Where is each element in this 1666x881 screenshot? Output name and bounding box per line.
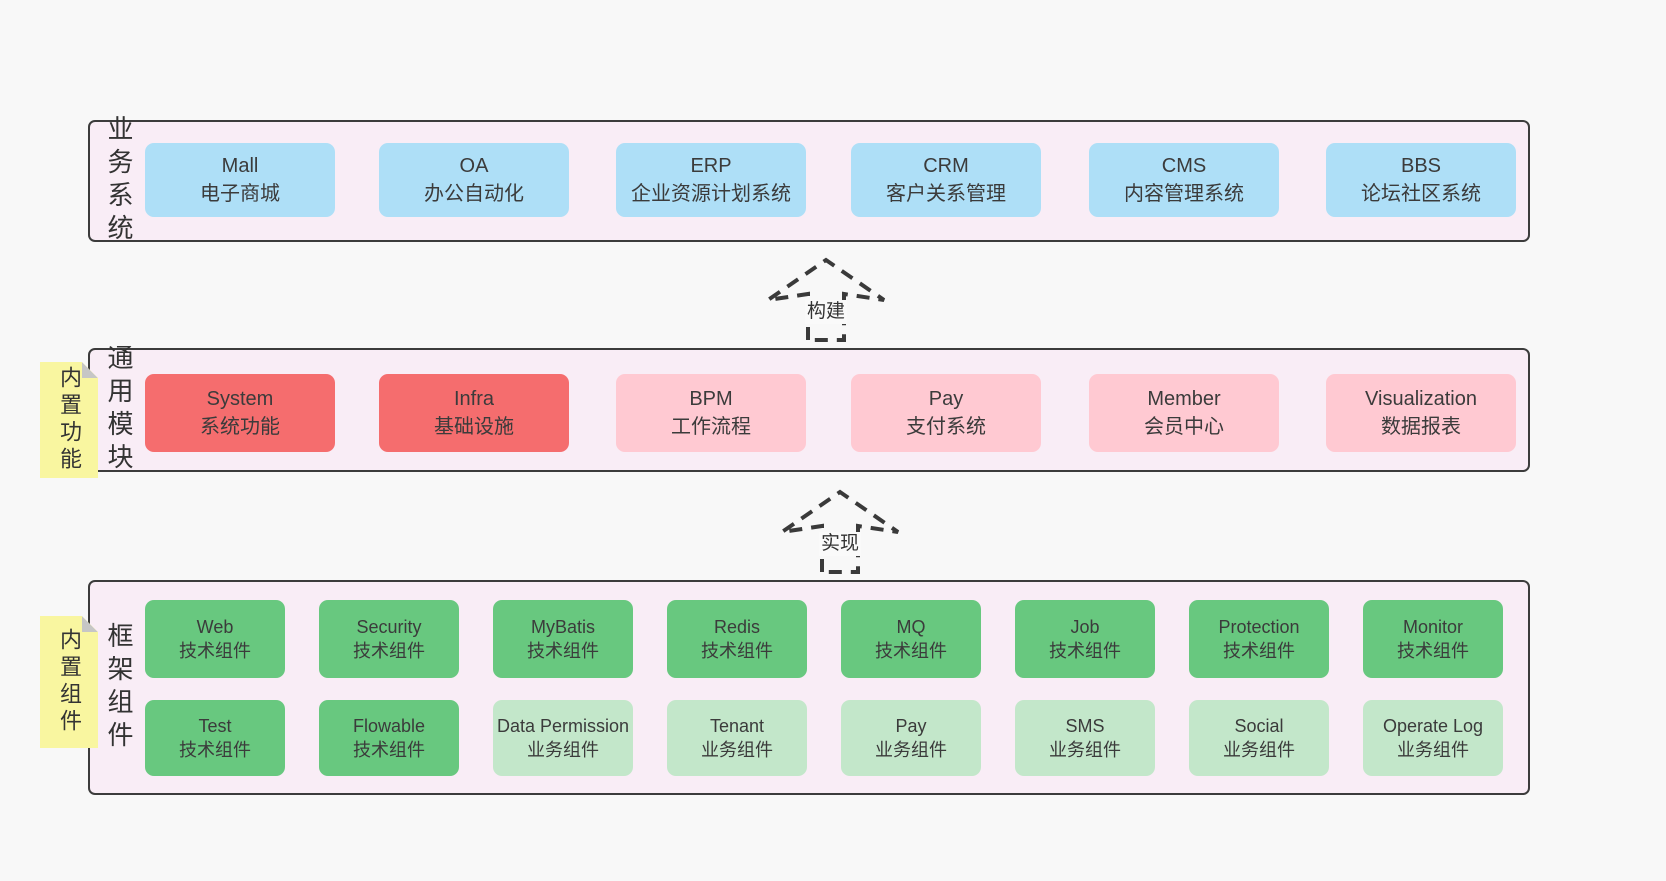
box-mybatis: MyBatis 技术组件 (493, 600, 633, 678)
box-subtitle: 工作流程 (671, 416, 751, 438)
box-subtitle: 会员中心 (1144, 416, 1224, 438)
box-crm: CRM 客户关系管理 (851, 143, 1041, 217)
box-subtitle: 业务组件 (1397, 740, 1469, 760)
box-title: Redis (713, 616, 761, 637)
layer-label-business-systems: 业务系统 (104, 115, 134, 247)
box-title: Monitor (1402, 616, 1464, 637)
box-pay-component: Pay 业务组件 (841, 700, 981, 776)
box-title: MyBatis (530, 616, 595, 637)
box-subtitle: 论坛社区系统 (1361, 183, 1481, 205)
box-member: Member 会员中心 (1089, 374, 1279, 452)
arrow-implement-label: 实现 (818, 531, 862, 557)
box-title: SMS (1065, 715, 1105, 736)
box-monitor: Monitor 技术组件 (1363, 600, 1503, 678)
box-title: Web (196, 616, 234, 637)
box-subtitle: 业务组件 (527, 740, 599, 760)
box-title: Tenant (709, 715, 765, 736)
box-subtitle: 支付系统 (906, 416, 986, 438)
box-subtitle: 企业资源计划系统 (631, 183, 791, 205)
box-job: Job 技术组件 (1015, 600, 1155, 678)
box-title: Social (1234, 715, 1284, 736)
box-subtitle: 技术组件 (1397, 641, 1469, 661)
dashed-up-arrow-icon (766, 257, 886, 342)
box-subtitle: 技术组件 (875, 641, 947, 661)
box-subtitle: 客户关系管理 (886, 183, 1006, 205)
box-subtitle: 办公自动化 (424, 183, 524, 205)
box-title: Protection (1218, 616, 1300, 637)
box-title: System (206, 387, 274, 410)
box-subtitle: 系统功能 (200, 416, 280, 438)
box-subtitle: 技术组件 (701, 641, 773, 661)
box-subtitle: 技术组件 (179, 641, 251, 661)
box-data-permission: Data Permission 业务组件 (493, 700, 633, 776)
layer-label-framework-components: 框架组件 (104, 621, 134, 754)
box-bpm: BPM 工作流程 (616, 374, 806, 452)
box-subtitle: 技术组件 (1223, 641, 1295, 661)
box-title: Pay (895, 715, 927, 736)
box-title: BPM (689, 387, 733, 410)
box-infra: Infra 基础设施 (379, 374, 569, 452)
box-title: Mall (221, 154, 259, 177)
box-subtitle: 业务组件 (701, 740, 773, 760)
box-title: CMS (1161, 154, 1207, 177)
box-subtitle: 内容管理系统 (1124, 183, 1244, 205)
arrow-implement: 实现 (772, 486, 908, 574)
box-title: Test (198, 715, 232, 736)
sticky-built-in-features: 内置功能 (40, 362, 98, 478)
sticky-built-in-components: 内置组件 (40, 616, 98, 748)
box-tenant: Tenant 业务组件 (667, 700, 807, 776)
box-title: Flowable (352, 715, 426, 736)
box-subtitle: 技术组件 (353, 641, 425, 661)
box-title: Security (356, 616, 422, 637)
box-mall: Mall 电子商城 (145, 143, 335, 217)
box-redis: Redis 技术组件 (667, 600, 807, 678)
box-security: Security 技术组件 (319, 600, 459, 678)
box-protection: Protection 技术组件 (1189, 600, 1329, 678)
box-test: Test 技术组件 (145, 700, 285, 776)
layer-label-common-modules: 通用模块 (104, 344, 134, 476)
box-subtitle: 技术组件 (353, 740, 425, 760)
box-title: Job (1070, 616, 1100, 637)
box-title: BBS (1400, 154, 1442, 177)
box-pay-system: Pay 支付系统 (851, 374, 1041, 452)
box-subtitle: 技术组件 (527, 641, 599, 661)
box-title: Pay (928, 387, 964, 410)
box-system: System 系统功能 (145, 374, 335, 452)
box-subtitle: 业务组件 (1223, 740, 1295, 760)
box-oa: OA 办公自动化 (379, 143, 569, 217)
box-subtitle: 业务组件 (875, 740, 947, 760)
box-subtitle: 电子商城 (200, 183, 280, 205)
box-subtitle: 技术组件 (179, 740, 251, 760)
arrow-build-label: 构建 (804, 299, 848, 325)
box-title: Member (1147, 387, 1221, 410)
dashed-up-arrow-icon (780, 489, 900, 574)
box-title: Data Permission (496, 715, 630, 736)
box-cms: CMS 内容管理系统 (1089, 143, 1279, 217)
box-title: CRM (923, 154, 969, 177)
box-title: OA (459, 154, 489, 177)
box-sms: SMS 业务组件 (1015, 700, 1155, 776)
box-operate-log: Operate Log 业务组件 (1363, 700, 1503, 776)
box-subtitle: 数据报表 (1381, 416, 1461, 438)
box-web: Web 技术组件 (145, 600, 285, 678)
box-visualization: Visualization 数据报表 (1326, 374, 1516, 452)
box-title: Operate Log (1382, 715, 1484, 736)
box-subtitle: 基础设施 (434, 416, 514, 438)
box-erp: ERP 企业资源计划系统 (616, 143, 806, 217)
box-title: Infra (453, 387, 495, 410)
sticky-label: 内置功能 (57, 366, 82, 474)
box-subtitle: 技术组件 (1049, 641, 1121, 661)
sticky-label: 内置组件 (57, 628, 82, 736)
box-flowable: Flowable 技术组件 (319, 700, 459, 776)
arrow-build: 构建 (758, 254, 894, 342)
box-bbs: BBS 论坛社区系统 (1326, 143, 1516, 217)
box-social: Social 业务组件 (1189, 700, 1329, 776)
box-title: ERP (690, 154, 732, 177)
box-mq: MQ 技术组件 (841, 600, 981, 678)
box-subtitle: 业务组件 (1049, 740, 1121, 760)
box-title: MQ (896, 616, 926, 637)
box-title: Visualization (1365, 387, 1477, 410)
